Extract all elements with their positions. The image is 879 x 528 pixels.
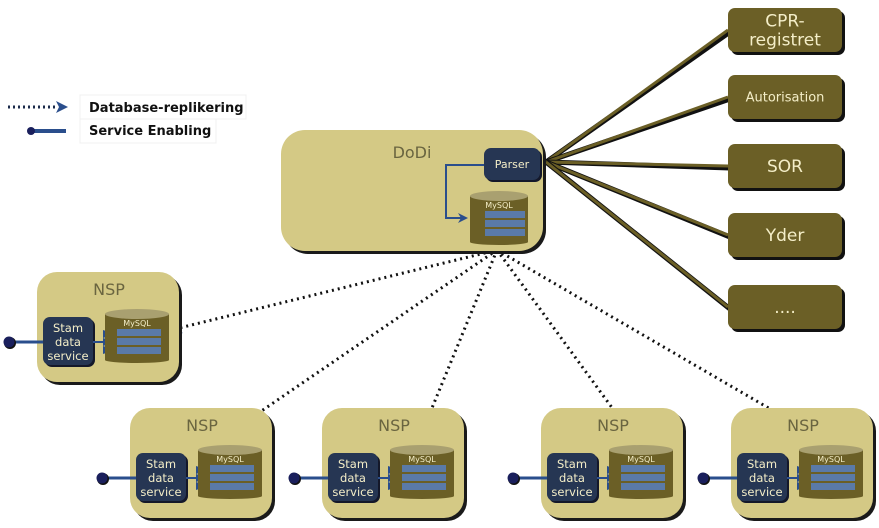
registry-box[interactable]: CPR-registret — [728, 8, 845, 55]
service-label: service — [140, 485, 181, 499]
nsp-title: NSP — [597, 416, 629, 435]
dodi-title: DoDi — [393, 143, 432, 162]
legend: Database-replikering Service Enabling — [8, 94, 247, 144]
service-label: Stam — [338, 457, 368, 471]
registry-label: Yder — [765, 226, 805, 246]
db-table-bar — [811, 465, 855, 472]
arrowhead-icon — [56, 101, 68, 113]
db-table-bar — [117, 338, 161, 345]
db-table-bar — [402, 465, 446, 472]
service-label: Stam — [53, 321, 83, 335]
dodi-node[interactable]: DoDi Parser MySQL — [281, 130, 546, 254]
replication-line — [416, 249, 499, 444]
endpoint-dot-icon[interactable] — [507, 472, 519, 484]
nsp-database[interactable]: MySQL — [198, 445, 262, 499]
service-label: service — [551, 485, 592, 499]
registry-box[interactable]: Yder — [728, 213, 845, 260]
registry-connector — [545, 160, 729, 309]
service-label: service — [741, 485, 782, 499]
db-label: MySQL — [817, 455, 845, 464]
db-label: MySQL — [485, 201, 513, 210]
nsp-title: NSP — [787, 416, 819, 435]
db-table-bar — [811, 474, 855, 481]
nsp-database[interactable]: MySQL — [105, 309, 169, 363]
endpoint-dot-icon[interactable] — [96, 472, 108, 484]
service-label: data — [749, 471, 775, 485]
nsp-list: NSPStamdataserviceMySQLNSPStamdataservic… — [3, 272, 877, 521]
replication-lines — [169, 248, 829, 444]
registry-label: SOR — [767, 157, 803, 177]
service-label: service — [332, 485, 373, 499]
nsp-database[interactable]: MySQL — [390, 445, 454, 499]
db-label: MySQL — [216, 455, 244, 464]
db-label: MySQL — [627, 455, 655, 464]
registry-box[interactable]: .... — [728, 285, 845, 332]
db-table-bar — [210, 474, 254, 481]
service-label: Stam — [146, 457, 176, 471]
db-label: MySQL — [408, 455, 436, 464]
db-label: MySQL — [123, 319, 151, 328]
service-label: data — [559, 471, 585, 485]
registry-label: registret — [749, 30, 821, 50]
db-table-bar — [210, 465, 254, 472]
legend-label-box — [79, 118, 217, 144]
legend-label: Service Enabling — [89, 124, 211, 139]
endpoint-dot-icon[interactable] — [697, 472, 709, 484]
db-table-bar — [621, 465, 665, 472]
nsp-title: NSP — [378, 416, 410, 435]
db-table-bar — [621, 483, 665, 490]
replication-line — [169, 248, 498, 334]
endpoint-dot-icon — [27, 127, 35, 135]
nsp-database[interactable]: MySQL — [609, 445, 673, 499]
registry-connector — [545, 28, 729, 164]
db-table-bar — [117, 329, 161, 336]
registry-label: Autorisation — [746, 91, 825, 106]
replication-line — [215, 248, 498, 444]
registry-label: CPR- — [765, 11, 804, 31]
registry-label: .... — [774, 298, 796, 318]
registry-connector — [545, 160, 729, 168]
nsp-title: NSP — [186, 416, 218, 435]
service-label: data — [340, 471, 366, 485]
registry-connector — [545, 160, 729, 237]
service-label: Stam — [557, 457, 587, 471]
nsp-title: NSP — [93, 280, 125, 299]
nsp-database[interactable]: MySQL — [799, 445, 863, 499]
parser-box[interactable]: Parser — [484, 148, 542, 182]
db-table-bar — [811, 483, 855, 490]
db-table-bar — [117, 347, 161, 354]
legend-label: Database-replikering — [89, 101, 244, 116]
db-table-bar — [402, 474, 446, 481]
db-table-bar — [210, 483, 254, 490]
service-label: service — [47, 349, 88, 363]
service-label: Stam — [747, 457, 777, 471]
endpoint-dot-icon[interactable] — [3, 336, 15, 348]
service-label: data — [148, 471, 174, 485]
legend-item-database-replication: Database-replikering — [8, 94, 247, 120]
registry-connectors — [544, 28, 732, 311]
service-label: data — [55, 335, 81, 349]
db-table-bar — [402, 483, 446, 490]
parser-label: Parser — [495, 158, 530, 171]
registry-connector — [545, 95, 729, 164]
endpoint-dot-icon[interactable] — [288, 472, 300, 484]
db-table-bar — [621, 474, 665, 481]
legend-item-service-enabling: Service Enabling — [27, 118, 217, 144]
dodi-database[interactable]: MySQL — [470, 191, 528, 245]
parser-to-db-arrow — [445, 164, 484, 223]
registry-box[interactable]: Autorisation — [728, 75, 845, 122]
registry-box[interactable]: SOR — [728, 144, 845, 191]
